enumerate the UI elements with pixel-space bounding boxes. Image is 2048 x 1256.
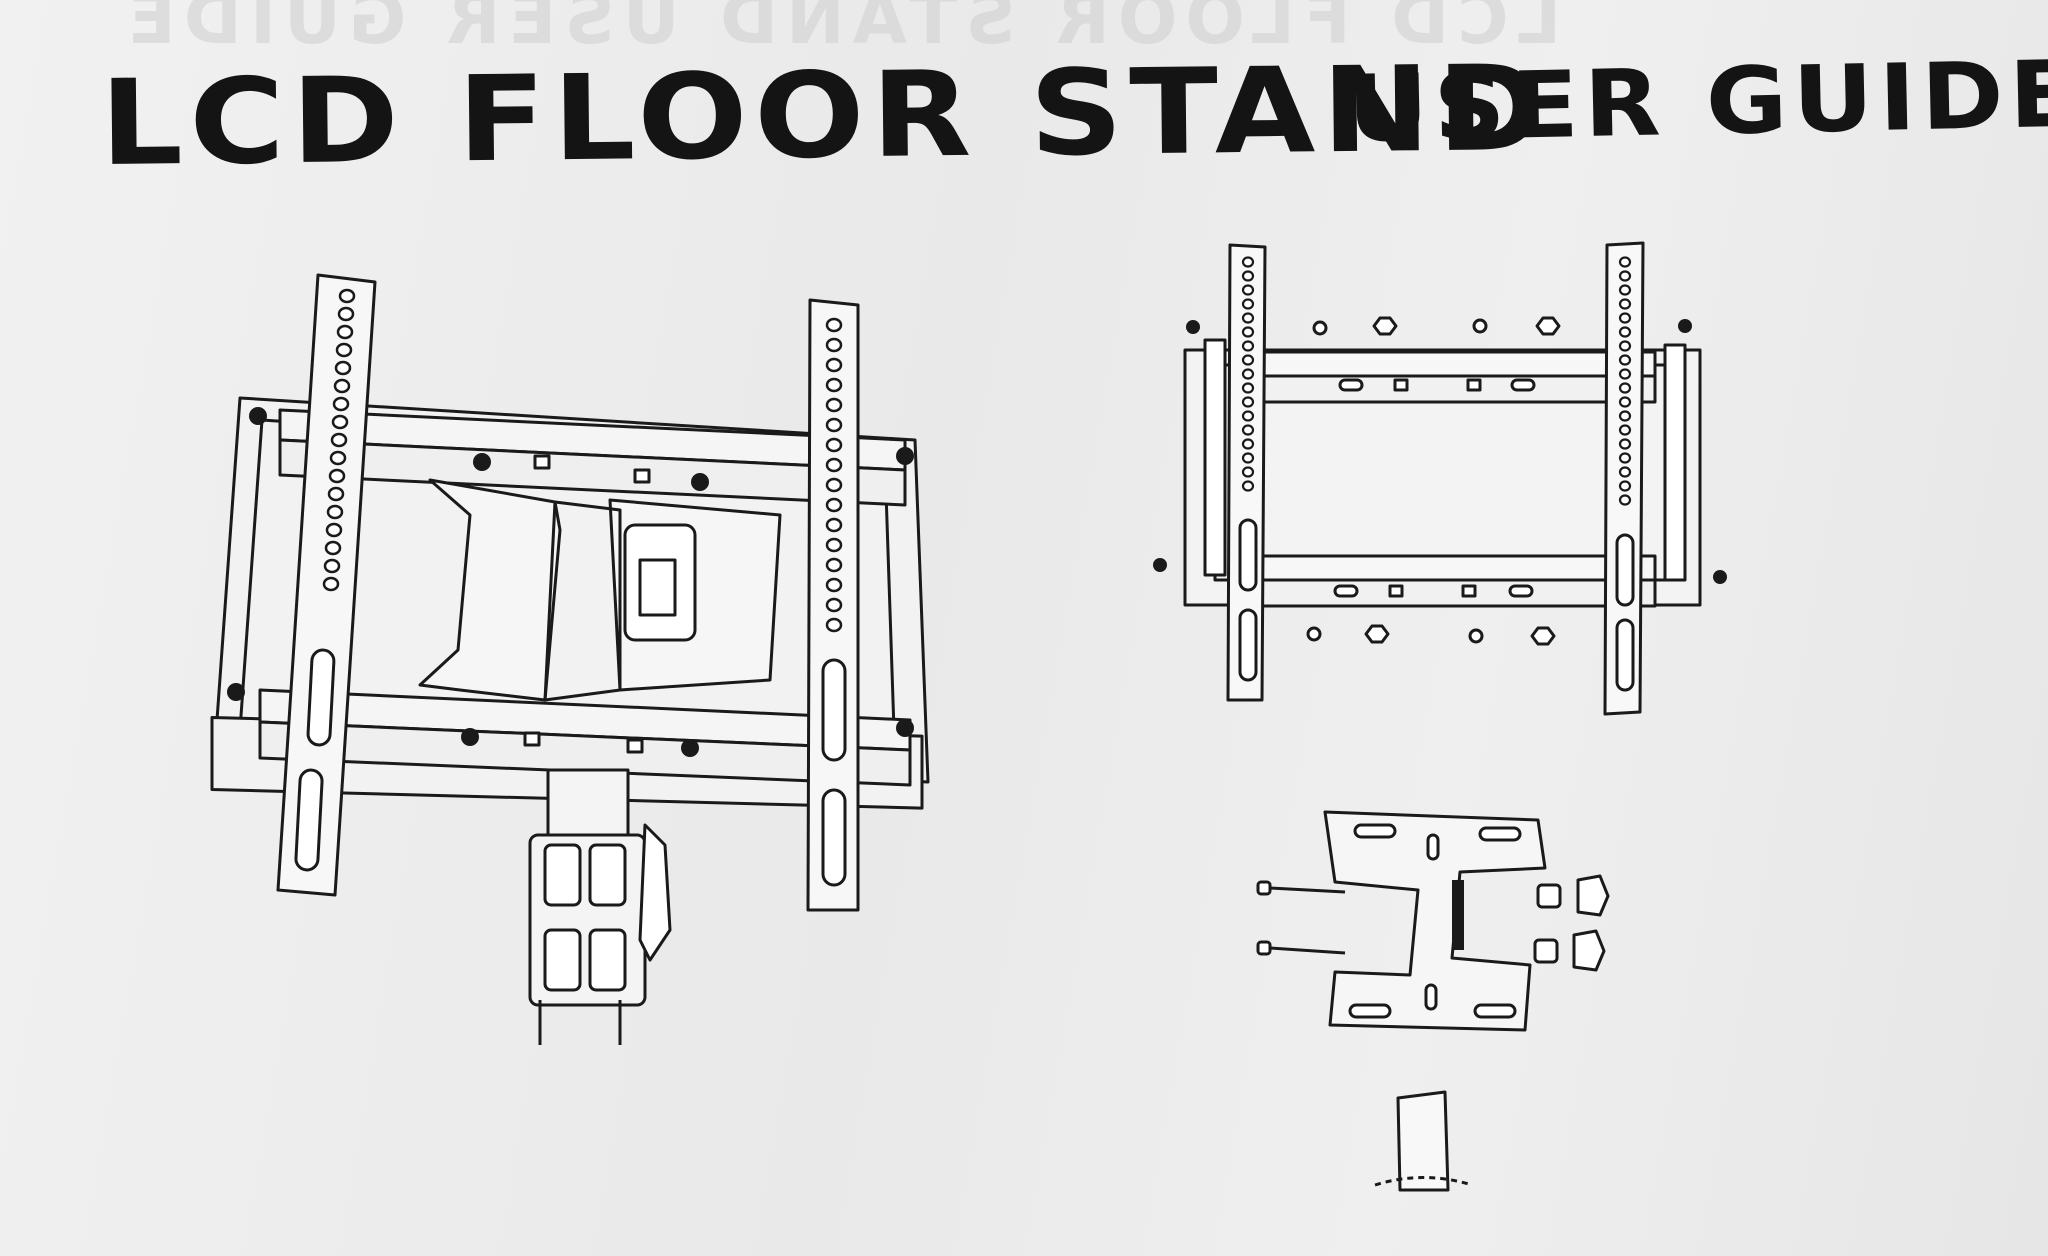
center-arm-plate <box>420 480 780 700</box>
loose-hardware <box>1153 318 1727 644</box>
pole-clamp <box>530 770 670 1045</box>
exploded-right-strap <box>1605 243 1643 714</box>
right-vertical-strap <box>808 300 858 910</box>
bottom-cross-rail <box>260 690 910 785</box>
bottom-rail-parts <box>1235 556 1655 606</box>
knob-bolts <box>1535 876 1608 970</box>
left-vertical-strap <box>278 275 375 895</box>
top-cross-rail <box>280 410 905 505</box>
exploded-left-strap <box>1228 245 1265 700</box>
long-bolts <box>1258 882 1345 954</box>
upright-post-stub <box>1375 1092 1472 1190</box>
mount-screws <box>227 407 914 757</box>
top-rail-parts <box>1235 352 1655 402</box>
arm-bracket-plate <box>1325 812 1545 1030</box>
